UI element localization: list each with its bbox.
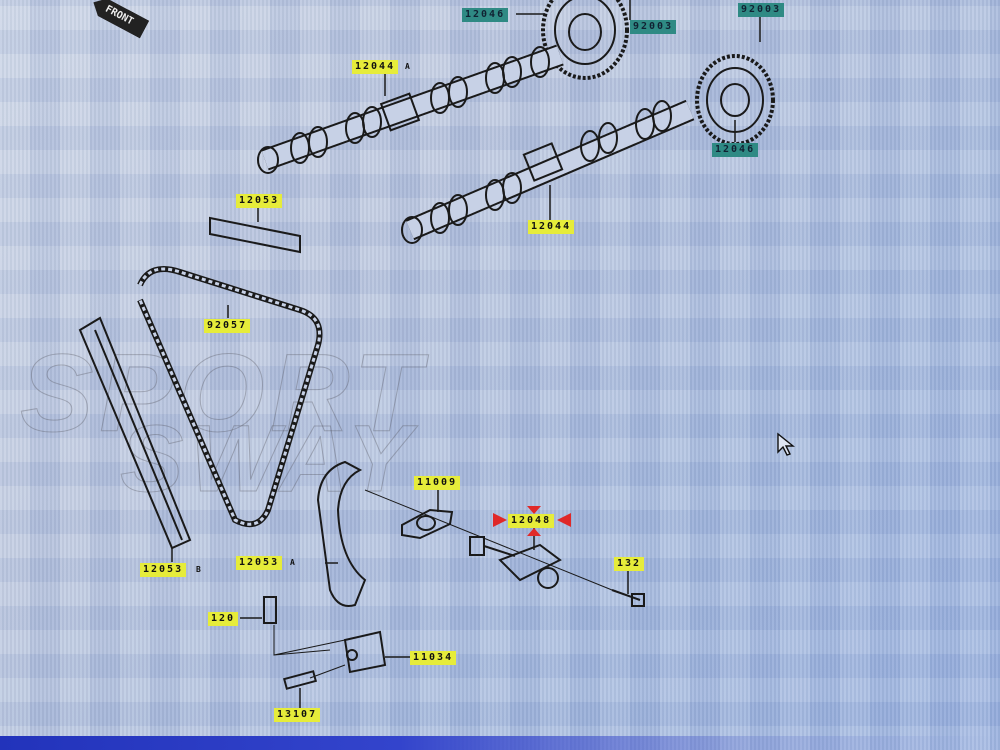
- part-label-camshaft-exhaust[interactable]: 12044: [352, 60, 399, 74]
- part-label-sprocket-right[interactable]: 12046: [712, 143, 759, 157]
- bolt-tensioner-part: [611, 589, 645, 607]
- part-label-guide-left-suffix: B: [196, 565, 201, 574]
- pin-part: [282, 670, 318, 690]
- part-label-tensioner[interactable]: 12048: [508, 514, 555, 528]
- guide-top-part: [209, 216, 301, 254]
- part-label-bolt-upper[interactable]: 92003: [630, 20, 677, 34]
- gasket-part: [401, 508, 454, 540]
- part-label-gasket[interactable]: 11009: [414, 476, 461, 490]
- part-label-camshaft-intake[interactable]: 12044: [528, 220, 575, 234]
- guide-right-part: [316, 460, 367, 607]
- screen-bottom-bar: [0, 736, 1000, 750]
- mouse-pointer-icon: [777, 432, 795, 456]
- highlight-arrows: [493, 506, 571, 536]
- sprocket-upper-part: [541, 0, 629, 80]
- part-label-pin[interactable]: 13107: [274, 708, 321, 722]
- bracket-part: [343, 630, 387, 674]
- part-label-guide-top[interactable]: 12053: [236, 194, 283, 208]
- part-label-bolt-tensioner[interactable]: 132: [614, 557, 645, 571]
- camshaft-intake-part: [401, 99, 695, 244]
- guide-left-part: [78, 316, 192, 550]
- timing-chain-part: [137, 266, 323, 528]
- part-label-bolt-bracket[interactable]: 120: [208, 612, 239, 626]
- part-label-bolt-right[interactable]: 92003: [738, 3, 785, 17]
- part-label-bracket[interactable]: 11034: [410, 651, 457, 665]
- tensioner-part: [469, 536, 562, 589]
- part-label-chain[interactable]: 92057: [204, 319, 251, 333]
- part-label-guide-left[interactable]: 12053: [140, 563, 187, 577]
- camshaft-exhaust-part: [257, 44, 564, 174]
- part-label-camshaft-exhaust-suffix: A: [405, 62, 410, 71]
- bolt-bracket-part: [263, 596, 277, 624]
- part-label-sprocket-upper[interactable]: 12046: [462, 8, 509, 22]
- part-label-guide-right-suffix: A: [290, 558, 295, 567]
- part-label-guide-right[interactable]: 12053: [236, 556, 283, 570]
